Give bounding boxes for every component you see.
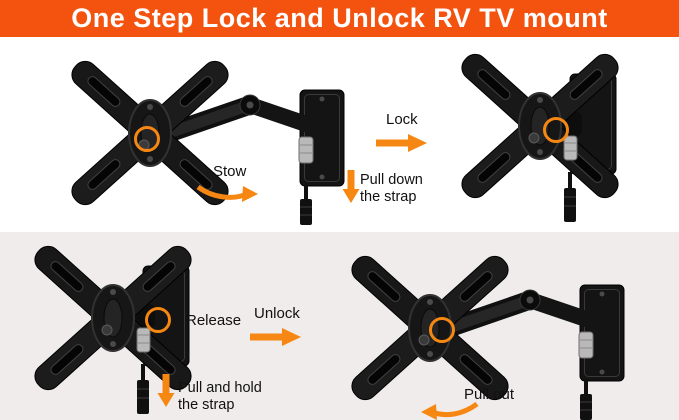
pull-out-curved-arrow-icon: [421, 401, 479, 420]
unlock-right-arrow-icon: [250, 328, 301, 346]
pull-out-label: Pull out: [464, 386, 515, 403]
stow-label: Stow: [213, 163, 247, 180]
lock-highlight-ring: [145, 307, 171, 333]
unlock-label: Unlock: [254, 305, 300, 322]
pull-hold-strap-line1: Pull and hold: [178, 380, 262, 396]
pull-hold-strap-label: Pull and hold the strap: [178, 380, 262, 415]
page-title: One Step Lock and Unlock RV TV mount: [71, 3, 608, 33]
pull-down-arrow-icon: [342, 170, 360, 203]
tv-mount-folded-top-right: [452, 36, 662, 266]
pull-hold-down-arrow-icon: [157, 374, 175, 407]
pull-down-strap-line2: the strap: [360, 189, 417, 206]
stow-curved-arrow-icon: [196, 184, 258, 202]
release-label: Release: [186, 312, 242, 329]
lock-highlight-ring: [134, 126, 160, 152]
lock-highlight-ring: [429, 317, 455, 343]
lock-right-arrow-icon: [376, 134, 427, 152]
pull-hold-strap-line2: the strap: [178, 397, 235, 414]
tv-mount-extended-top-left: [45, 45, 375, 245]
lock-highlight-ring: [543, 117, 569, 143]
pull-down-strap-line1: Pull down: [360, 172, 423, 188]
title-banner: One Step Lock and Unlock RV TV mount: [0, 0, 679, 37]
pull-down-strap-label: Pull down the strap: [360, 172, 423, 207]
lock-label: Lock: [386, 111, 418, 128]
